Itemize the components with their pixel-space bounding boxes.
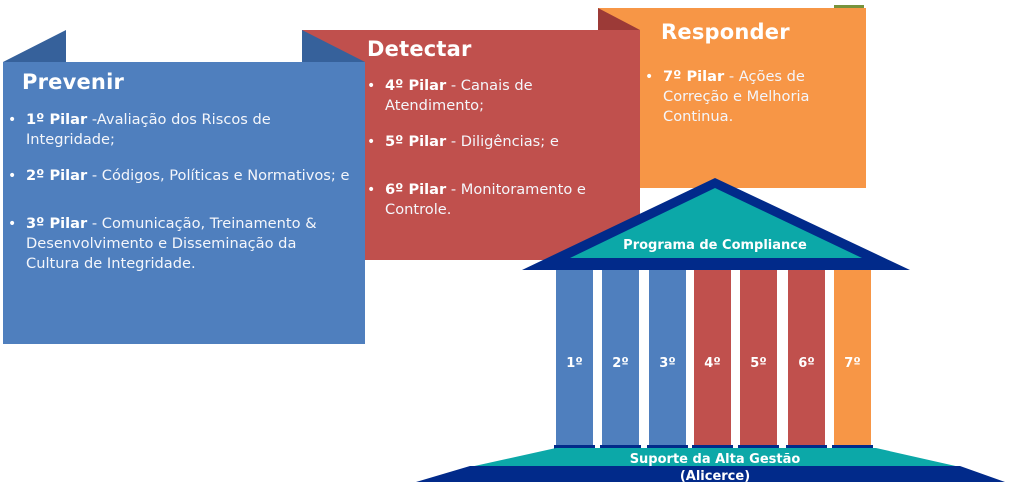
temple-column-5 bbox=[740, 270, 777, 448]
pilar-description: -Avaliação dos Riscos de Integridade; bbox=[26, 111, 271, 148]
pilar-label: 7º Pilar bbox=[663, 68, 725, 85]
pilar-label: 4º Pilar bbox=[385, 77, 447, 94]
detectar-item-5: 5º Pilar - Diligências; e bbox=[367, 132, 635, 152]
temple-column-7 bbox=[834, 270, 871, 448]
temple-columns bbox=[554, 270, 873, 449]
temple-column-6 bbox=[788, 270, 825, 448]
pilar-label: 1º Pilar bbox=[26, 111, 88, 128]
column-label-6: 6º bbox=[798, 356, 815, 371]
detectar-list: 4º Pilar - Canais de Atendimento; 5º Pil… bbox=[367, 76, 635, 220]
temple-roof-fill bbox=[570, 188, 862, 258]
column-plinth-2 bbox=[600, 445, 641, 449]
temple-base-dark bbox=[416, 466, 1005, 482]
prevenir-fold-right bbox=[302, 30, 365, 62]
prevenir-list: 1º Pilar -Avaliação dos Riscos de Integr… bbox=[8, 110, 353, 274]
pilar-description: - Códigos, Políticas e Normativos; e bbox=[87, 167, 350, 184]
pilar-label: 5º Pilar bbox=[385, 133, 447, 150]
column-label-3: 3º bbox=[659, 356, 676, 371]
prevenir-panel-bg bbox=[3, 62, 365, 344]
base-label-line2: (Alicerce) bbox=[679, 469, 751, 484]
detectar-fold bbox=[598, 8, 640, 30]
column-plinth-5 bbox=[738, 445, 779, 449]
column-plinth-1 bbox=[554, 445, 595, 449]
column-plinth-3 bbox=[647, 445, 688, 449]
temple-column-2 bbox=[602, 270, 639, 448]
column-plinth-4 bbox=[692, 445, 733, 449]
temple-column-4 bbox=[694, 270, 731, 448]
prevenir-item-3: 3º Pilar - Comunicação, Treinamento & De… bbox=[8, 214, 353, 274]
base-label-line1: Suporte da Alta Gestão bbox=[629, 452, 801, 467]
pilar-label: 3º Pilar bbox=[26, 215, 88, 232]
column-plinth-7 bbox=[832, 445, 873, 449]
pilar-label: 6º Pilar bbox=[385, 181, 447, 198]
pilar-description: - Diligências; e bbox=[446, 133, 559, 150]
pilar-description: - Comunicação, Treinamento & Desenvolvim… bbox=[26, 215, 317, 272]
detectar-title: Detectar bbox=[367, 37, 472, 61]
roof-label: Programa de Compliance bbox=[623, 238, 807, 253]
prevenir-item-1: 1º Pilar -Avaliação dos Riscos de Integr… bbox=[8, 110, 353, 150]
prevenir-title: Prevenir bbox=[22, 70, 125, 94]
responder-list: 7º Pilar - Ações de Correção e Melhoria … bbox=[645, 67, 855, 127]
column-label-7: 7º bbox=[844, 356, 861, 371]
column-label-4: 4º bbox=[704, 356, 721, 371]
responder-item-7: 7º Pilar - Ações de Correção e Melhoria … bbox=[645, 67, 855, 127]
prevenir-fold-left bbox=[3, 30, 66, 62]
pilar-description: - Canais de Atendimento; bbox=[385, 77, 533, 114]
column-label-2: 2º bbox=[612, 356, 629, 371]
column-plinth-6 bbox=[786, 445, 827, 449]
pilar-label: 2º Pilar bbox=[26, 167, 88, 184]
temple-column-3 bbox=[649, 270, 686, 448]
responder-title: Responder bbox=[661, 20, 790, 44]
detectar-item-6: 6º Pilar - Monitoramento e Controle. bbox=[367, 180, 635, 220]
column-label-5: 5º bbox=[750, 356, 767, 371]
detectar-item-4: 4º Pilar - Canais de Atendimento; bbox=[367, 76, 635, 116]
responder-top-accent bbox=[834, 5, 864, 8]
prevenir-item-2: 2º Pilar - Códigos, Políticas e Normativ… bbox=[8, 166, 353, 186]
pilar-description: - Ações de Correção e Melhoria Continua. bbox=[663, 68, 810, 125]
temple-base-teal bbox=[470, 448, 960, 467]
temple-column-1 bbox=[556, 270, 593, 448]
column-label-1: 1º bbox=[566, 356, 583, 371]
pilar-description: - Monitoramento e Controle. bbox=[385, 181, 586, 218]
